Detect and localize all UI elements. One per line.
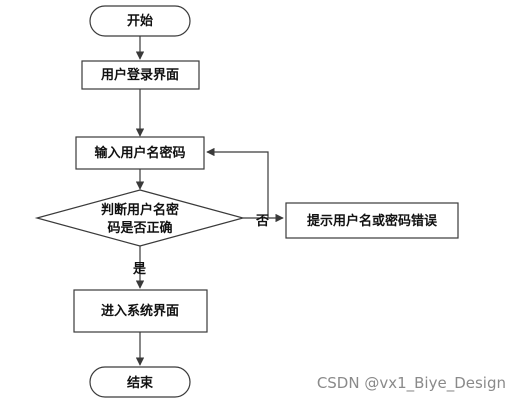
decision-label-line2: 码是否正确 [107, 220, 172, 236]
decision-diamond [34, 189, 246, 247]
decision-label-line1: 判断用户名密 [101, 202, 179, 218]
start-label: 开始 [127, 13, 153, 29]
edge-error-loop-to-input [206, 147, 269, 218]
watermark-text: CSDN @vx1_Biye_Design [317, 374, 506, 393]
login-page-label: 用户登录界面 [100, 67, 179, 83]
error-prompt-box [285, 202, 459, 239]
end-label: 结束 [127, 375, 154, 391]
edge-label-no: 否 [255, 214, 269, 229]
edge-label-yes: 是 [132, 262, 147, 277]
end-terminal [89, 366, 191, 398]
input-credentials-label: 输入用户名密码 [94, 145, 185, 161]
start-terminal [89, 5, 191, 37]
enter-system-box [73, 289, 208, 333]
error-prompt-label: 提示用户名或密码错误 [307, 213, 438, 229]
enter-system-label: 进入系统界面 [101, 303, 179, 319]
input-credentials-box [75, 136, 205, 170]
login-page-box [81, 60, 200, 90]
